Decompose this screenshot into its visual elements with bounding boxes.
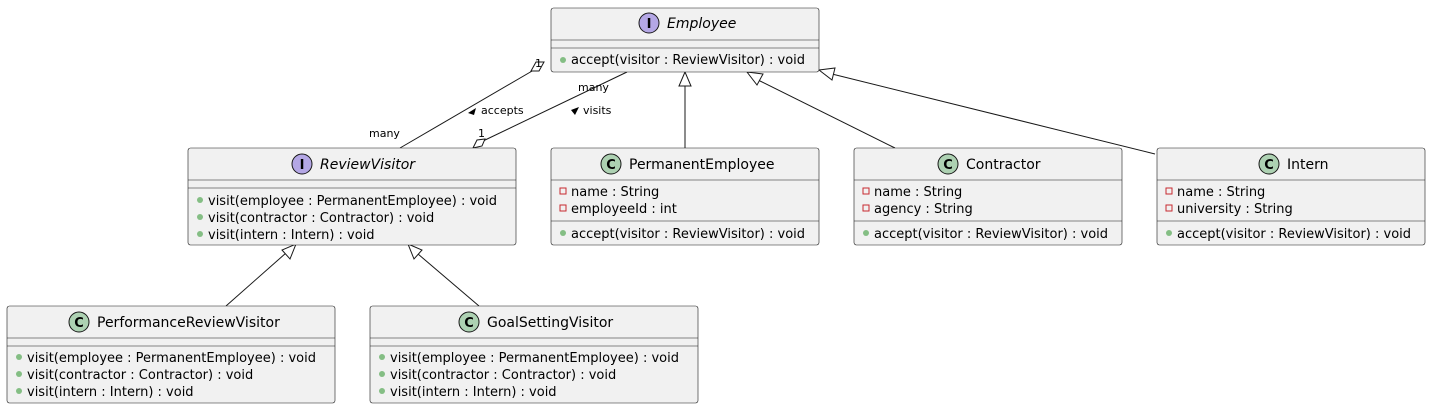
badge-letter: I: [647, 17, 652, 32]
interface-review-visitor[interactable]: I ReviewVisitor visit(employee : Permane…: [187, 147, 517, 246]
attribute: university : String: [1177, 202, 1293, 217]
class-performance-review-visitor[interactable]: C PerformanceReviewVisitor visit(employe…: [6, 305, 336, 404]
private-field-icon: [559, 204, 567, 212]
method: accept(visitor : ReviewVisitor) : void: [571, 53, 805, 68]
interface-badge-icon: [291, 153, 313, 175]
badge-letter: C: [943, 158, 953, 173]
method: visit(employee : PermanentEmployee) : vo…: [390, 351, 679, 366]
multiplicity-visits-one: 1: [478, 127, 485, 140]
private-field-icon: [1165, 187, 1173, 195]
class-badge-icon: [937, 153, 959, 175]
label-visits: visits: [583, 104, 612, 117]
badge-letter: C: [606, 158, 616, 173]
inheritance-arrow: [817, 67, 836, 81]
public-method-icon: [197, 197, 203, 203]
inheritance-arrow: [745, 71, 764, 86]
method: visit(employee : PermanentEmployee) : vo…: [208, 194, 497, 209]
method: visit(contractor : Contractor) : void: [27, 368, 253, 383]
public-method-icon: [197, 214, 203, 220]
method: visit(intern : Intern) : void: [208, 228, 375, 243]
class-permanent-employee[interactable]: C PermanentEmployee name : String employ…: [550, 147, 820, 246]
class-intern[interactable]: C Intern name : String university : Stri…: [1156, 147, 1426, 246]
direction-arrow-icon: [571, 107, 579, 115]
method: visit(intern : Intern) : void: [390, 385, 557, 400]
generalization-goal-setting-visitor: [407, 243, 480, 307]
attribute: name : String: [874, 185, 962, 200]
method: accept(visitor : ReviewVisitor) : void: [874, 227, 1108, 242]
public-method-icon: [560, 57, 566, 63]
private-field-icon: [559, 187, 567, 195]
public-method-icon: [560, 230, 566, 236]
multiplicity-accepts-one: 1: [535, 57, 542, 70]
class-contractor[interactable]: C Contractor name : String agency : Stri…: [853, 147, 1123, 246]
method: visit(employee : PermanentEmployee) : vo…: [27, 351, 316, 366]
public-method-icon: [863, 230, 869, 236]
public-method-icon: [379, 371, 385, 377]
method: visit(intern : Intern) : void: [27, 385, 194, 400]
public-method-icon: [379, 354, 385, 360]
attribute: agency : String: [874, 202, 973, 217]
interface-badge-icon: [638, 12, 660, 34]
classifier-name: Employee: [667, 16, 736, 32]
private-field-icon: [862, 204, 870, 212]
method: visit(contractor : Contractor) : void: [208, 211, 434, 226]
badge-letter: I: [300, 158, 305, 173]
attribute: employeeId : int: [571, 202, 677, 217]
label-accepts: accepts: [481, 104, 524, 117]
class-badge-icon: [600, 153, 622, 175]
class-badge-icon: [458, 311, 480, 333]
relation-visits: [472, 71, 628, 149]
generalization-contractor: [745, 71, 896, 149]
classifier-name: GoalSettingVisitor: [487, 315, 613, 331]
generalization-performance-review-visitor: [225, 243, 297, 307]
generalization-permanent-employee: [678, 70, 692, 148]
classifier-name: PermanentEmployee: [629, 157, 774, 173]
method: visit(contractor : Contractor) : void: [390, 368, 616, 383]
badge-letter: C: [1264, 158, 1274, 173]
method: accept(visitor : ReviewVisitor) : void: [571, 227, 805, 242]
class-badge-icon: [68, 311, 90, 333]
multiplicity-visits-many: many: [578, 81, 609, 94]
aggregation-diamond: [472, 138, 486, 149]
public-method-icon: [16, 371, 22, 377]
public-method-icon: [1166, 230, 1172, 236]
classifier-name: Contractor: [966, 157, 1041, 173]
classifier-name: PerformanceReviewVisitor: [97, 315, 280, 331]
classifier-name: Intern: [1287, 157, 1329, 173]
multiplicity-accepts-many: many: [369, 127, 400, 140]
inheritance-arrow: [407, 243, 423, 260]
public-method-icon: [197, 231, 203, 237]
method: accept(visitor : ReviewVisitor) : void: [1177, 227, 1411, 242]
class-goal-setting-visitor[interactable]: C GoalSettingVisitor visit(employee : Pe…: [369, 305, 699, 404]
classifier-name: ReviewVisitor: [320, 157, 416, 173]
direction-arrow-icon: [468, 108, 476, 115]
public-method-icon: [379, 388, 385, 394]
inheritance-arrow: [281, 243, 297, 260]
attribute: name : String: [571, 185, 659, 200]
inheritance-arrow: [678, 70, 692, 87]
interface-employee[interactable]: I Employee accept(visitor : ReviewVisito…: [550, 7, 820, 73]
generalization-intern: [817, 67, 1156, 155]
relation-accepts: [399, 61, 545, 149]
attribute: name : String: [1177, 185, 1265, 200]
aggregation-diamond: [530, 61, 545, 72]
badge-letter: C: [74, 316, 84, 331]
badge-letter: C: [464, 316, 474, 331]
public-method-icon: [16, 354, 22, 360]
private-field-icon: [862, 187, 870, 195]
class-badge-icon: [1258, 153, 1280, 175]
private-field-icon: [1165, 204, 1173, 212]
public-method-icon: [16, 388, 22, 394]
